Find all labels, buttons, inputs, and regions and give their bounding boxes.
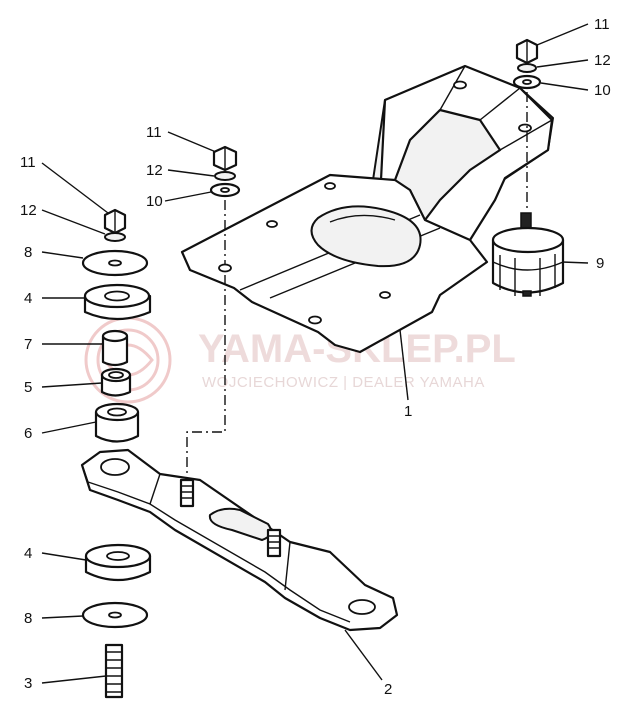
- callout-1: 1: [404, 403, 412, 420]
- callout-6: 6: [24, 425, 32, 442]
- watermark-tagline: WOJCIECHOWICZ | DEALER YAMAHA: [202, 374, 485, 391]
- callout-11-mid: 11: [146, 124, 162, 141]
- left-stack: [81, 208, 152, 443]
- callout-4-lower: 4: [24, 545, 32, 562]
- watermark: YAMA-SKLEP.PL WOJCIECHOWICZ | DEALER YAM…: [84, 316, 516, 404]
- callout-7: 7: [24, 336, 32, 353]
- rubber-damper-9: [491, 212, 565, 297]
- lock-washer-12-topright: [517, 63, 537, 73]
- callout-11-left: 11: [20, 154, 36, 171]
- callout-12-mid: 12: [146, 162, 163, 179]
- stud-bolt-3: [104, 643, 124, 699]
- callout-3: 3: [24, 675, 32, 692]
- alignment-lines: [186, 92, 528, 478]
- callout-12-left: 12: [20, 202, 37, 219]
- callout-2: 2: [384, 681, 392, 698]
- top-right-hardware: [512, 38, 542, 90]
- lock-washer-12-left: [104, 232, 126, 242]
- upper-bracket-plate: [180, 64, 554, 354]
- callout-11-topright: 11: [594, 16, 610, 33]
- callout-12-topright: 12: [594, 52, 611, 69]
- callout-8-lower: 8: [24, 610, 32, 627]
- leader-lines: [41, 23, 589, 684]
- callout-9: 9: [596, 255, 604, 272]
- callout-10-topright: 10: [594, 82, 611, 99]
- callout-labels: 11 12 10 11 12 10 11 12 8 4 7 5 6 9 1 4 …: [20, 16, 611, 698]
- callout-10-mid: 10: [146, 193, 163, 210]
- callout-8-upper: 8: [24, 244, 32, 261]
- callout-4-upper: 4: [24, 290, 32, 307]
- lock-washer-12-mid: [214, 171, 236, 181]
- collar-7: [101, 334, 129, 367]
- callout-5: 5: [24, 379, 32, 396]
- lower-stack: [81, 543, 152, 699]
- lower-bracket-2: [80, 448, 399, 632]
- middle-hardware: [209, 145, 241, 198]
